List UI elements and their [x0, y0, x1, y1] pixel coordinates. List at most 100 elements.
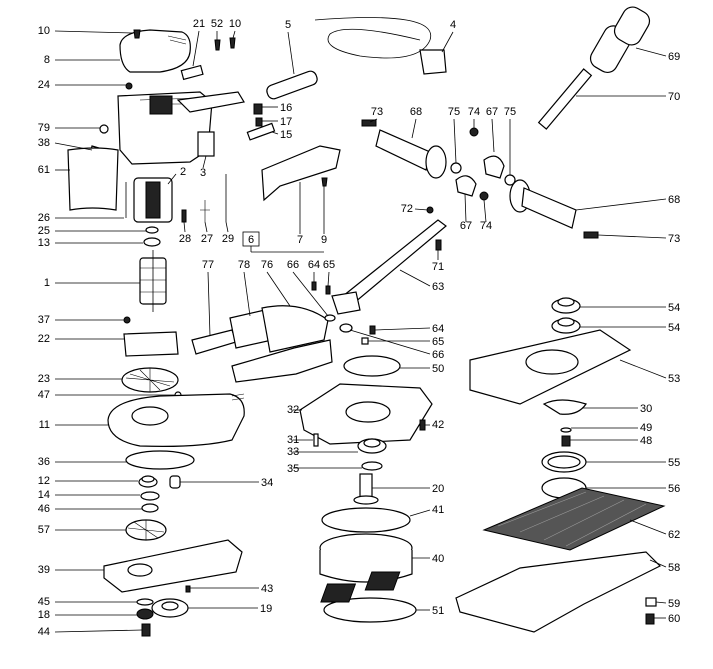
callout-label-74: 74	[468, 106, 480, 118]
part-59	[645, 597, 657, 607]
part-spindle-20	[353, 473, 379, 505]
callout-label-37: 37	[38, 314, 50, 326]
part-22	[123, 331, 179, 357]
callout-label-26: 26	[38, 212, 50, 224]
part-28	[181, 209, 187, 223]
part-68b	[509, 179, 577, 229]
callout-label-5: 5	[285, 19, 291, 31]
leader-lines	[54, 30, 667, 633]
callout-label-36: 36	[38, 456, 50, 468]
leader-line-66	[349, 329, 431, 355]
callout-label-73: 73	[668, 233, 680, 245]
part-plate-32	[299, 383, 433, 445]
leader-line-10	[54, 30, 134, 34]
callout-label-11: 11	[39, 419, 50, 431]
callout-label-49: 49	[640, 422, 652, 434]
callout-label-62: 62	[668, 529, 680, 541]
part-62	[482, 487, 666, 551]
callout-label-52: 52	[211, 18, 223, 30]
callout-label-76: 76	[261, 259, 273, 271]
part-switch-21	[180, 64, 204, 81]
leader-line-38	[54, 142, 93, 151]
callout-label-70: 70	[668, 91, 680, 103]
callout-label-12: 12	[38, 475, 50, 487]
part-74a	[469, 127, 479, 137]
leader-line-59	[655, 601, 667, 604]
part-66a	[324, 314, 336, 322]
callout-label-18: 18	[38, 609, 50, 621]
part-15	[246, 122, 276, 141]
part-33	[357, 438, 387, 454]
callout-label-32: 32	[287, 404, 299, 416]
callout-label-66: 66	[432, 349, 444, 361]
callout-label-22: 22	[38, 333, 50, 345]
part-13	[143, 237, 161, 247]
part-60	[645, 613, 655, 625]
callout-label-39: 39	[38, 564, 50, 576]
callout-label-66: 66	[287, 259, 299, 271]
callout-label-50: 50	[432, 363, 444, 375]
screw-9	[321, 177, 328, 187]
part-46	[141, 503, 159, 513]
callout-label-65: 65	[432, 336, 444, 348]
callout-label-57: 57	[38, 524, 50, 536]
part-61	[67, 147, 119, 211]
leader-line-77	[207, 271, 211, 337]
part-41	[321, 507, 411, 533]
part-31	[313, 433, 319, 447]
callout-label-72: 72	[401, 203, 413, 215]
screw-24	[125, 82, 133, 90]
callout-label-74: 74	[480, 220, 492, 232]
part-73b	[583, 231, 599, 239]
part-37	[123, 316, 131, 324]
screw-10b	[229, 37, 236, 49]
callout-label-67: 67	[486, 106, 498, 118]
callout-label-10: 10	[229, 18, 241, 30]
callout-label-63: 63	[432, 281, 444, 293]
leader-line-73	[369, 118, 378, 123]
part-armature	[139, 250, 167, 312]
part-65b	[361, 337, 369, 345]
callout-label-41: 41	[432, 504, 444, 516]
callout-label-46: 46	[38, 503, 50, 515]
leader-line-44	[54, 629, 143, 633]
part-49	[560, 427, 572, 433]
callout-label-55: 55	[668, 457, 680, 469]
part-48	[561, 435, 571, 447]
callout-label-65: 65	[323, 259, 335, 271]
leader-line-29	[225, 221, 229, 233]
callout-label-44: 44	[38, 626, 50, 638]
part-58	[320, 551, 662, 633]
part-25	[145, 226, 159, 234]
part-45	[136, 598, 154, 606]
callout-label-21: 21	[193, 18, 205, 30]
part-43	[185, 585, 191, 593]
callout-label-61: 61	[38, 164, 50, 176]
callout-label-35: 35	[287, 463, 299, 475]
part-12	[138, 475, 158, 488]
callout-label-54: 54	[668, 322, 680, 334]
callout-label-56: 56	[668, 483, 680, 495]
callout-label-30: 30	[640, 403, 652, 415]
part-75b	[504, 174, 516, 186]
callout-label-23: 23	[38, 373, 50, 385]
callout-6-box	[242, 231, 324, 253]
leader-line-10	[232, 30, 236, 39]
part-77	[191, 329, 237, 355]
callout-label-73: 73	[371, 106, 383, 118]
callout-label-68: 68	[668, 194, 680, 206]
callout-label-53: 53	[668, 373, 680, 385]
part-27	[200, 200, 210, 222]
part-54a	[551, 297, 581, 314]
leader-line-76	[266, 271, 291, 307]
callout-label-33: 33	[287, 446, 299, 458]
part-74b	[479, 191, 489, 201]
part-17	[255, 117, 263, 127]
screw-52	[214, 39, 221, 51]
callout-label-79: 79	[38, 122, 50, 134]
leader-line-4	[441, 31, 454, 53]
callout-label-40: 40	[432, 553, 444, 565]
leader-line-67	[491, 118, 495, 153]
